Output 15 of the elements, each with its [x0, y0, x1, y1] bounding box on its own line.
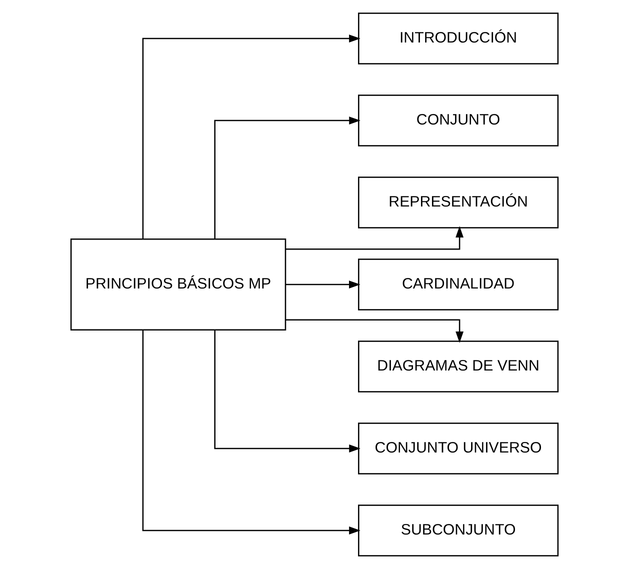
node-box: CONJUNTO: [358, 94, 559, 146]
node-box: REPRESENTACIÓN: [358, 176, 559, 228]
arrow: [142, 34, 360, 239]
arrow: [286, 319, 464, 343]
node-box: SUBCONJUNTO: [358, 504, 559, 556]
node-box: CARDINALIDAD: [358, 258, 559, 310]
node-box: CONJUNTO UNIVERSO: [358, 422, 559, 474]
arrow: [214, 330, 360, 452]
node-box: PRINCIPIOS BÁSICOS MP: [70, 238, 286, 331]
arrow: [214, 116, 360, 239]
node-box: INTRODUCCIÓN: [358, 12, 559, 64]
arrow: [286, 226, 464, 250]
node-box: DIAGRAMAS DE VENN: [358, 340, 559, 392]
arrow: [286, 280, 360, 288]
arrow: [142, 330, 360, 534]
